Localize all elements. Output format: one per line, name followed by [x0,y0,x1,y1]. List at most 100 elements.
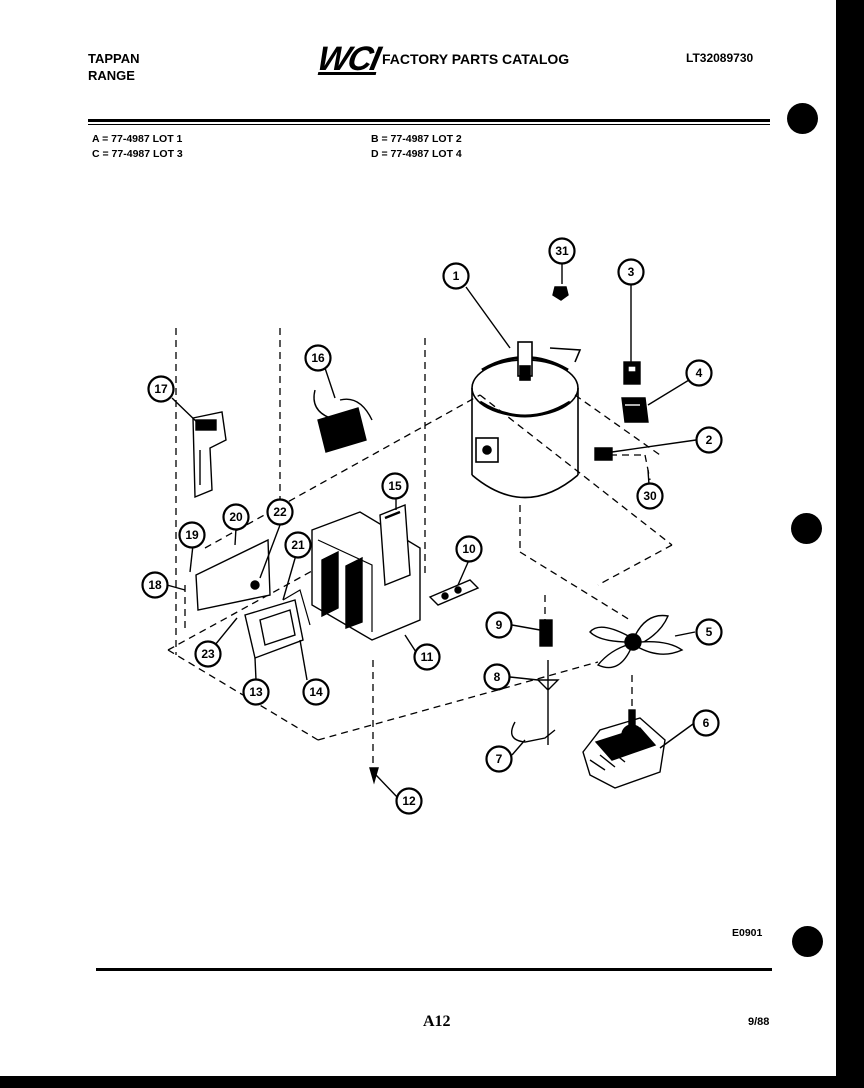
callout-circle [695,426,723,454]
callout-circle [413,643,441,671]
callout-circle [685,359,713,387]
footer-rule [96,968,772,971]
callout-number: 14 [309,685,323,699]
callout-4: 4 [685,359,713,387]
callout-18: 18 [141,571,169,599]
callout-circle [636,482,664,510]
callout-circle [442,262,470,290]
callout-6: 6 [692,709,720,737]
callout-number: 31 [555,244,569,258]
callout-17: 17 [147,375,175,403]
callout-22: 22 [266,498,294,526]
callout-circle [485,611,513,639]
callout-circle [242,678,270,706]
callout-number: 13 [249,685,263,699]
callout-number: 17 [154,382,168,396]
callout-circle [617,258,645,286]
callout-number: 18 [148,578,162,592]
callout-21: 21 [284,531,312,559]
callout-number: 1 [453,269,460,283]
callout-3: 3 [617,258,645,286]
callout-number: 19 [185,528,199,542]
callout-circle [178,521,206,549]
callout-number: 12 [402,794,416,808]
diagram-code: E0901 [732,927,763,939]
callout-1: 1 [442,262,470,290]
catalog-date: 9/88 [748,1016,770,1028]
callout-13: 13 [242,678,270,706]
callout-8: 8 [483,663,511,691]
callout-circle [548,237,576,265]
callout-number: 21 [291,538,305,552]
bracket-and-relay [192,389,373,499]
wiring-and-brackets [369,579,560,785]
lot-b: B = 77-4987 LOT 2 [371,133,462,145]
callout-number: 4 [696,366,703,380]
callout-number: 30 [643,489,657,503]
page-number: A12 [423,1013,451,1030]
hardware-small-parts [552,286,649,461]
callout-circle [284,531,312,559]
callout-number: 23 [201,647,215,661]
callout-circle [455,535,483,563]
assembly-dashed-outline [167,328,673,768]
leader-lines [166,264,697,799]
callout-circle [147,375,175,403]
product-type: RANGE [88,68,135,83]
callout-number: 10 [462,542,476,556]
lot-c: C = 77-4987 LOT 3 [92,148,183,160]
callout-number: 15 [388,479,402,493]
callout-16: 16 [304,344,332,372]
binder-hole [791,513,822,544]
callout-number: 3 [628,265,635,279]
callout-15: 15 [381,472,409,500]
callout-20: 20 [222,503,250,531]
callout-circle [483,663,511,691]
catalog-number: LT32089730 [686,51,754,65]
callout-circle [485,745,513,773]
callout-circle [194,640,222,668]
fan-motor [582,709,666,789]
callout-circle [304,344,332,372]
binder-hole [792,926,823,957]
callout-circle [141,571,169,599]
callout-5: 5 [695,618,723,646]
binder-hole [787,103,818,134]
callout-10: 10 [455,535,483,563]
callout-number: 8 [494,670,501,684]
brand-name: TAPPAN [88,51,140,66]
callout-31: 31 [548,237,576,265]
motor-assembly [471,341,582,499]
callout-number: 6 [703,716,710,730]
header-rule [88,119,770,122]
callout-30: 30 [636,482,664,510]
callout-circle [222,503,250,531]
catalog-sheet [0,0,836,1076]
callout-circle [692,709,720,737]
callout-23: 23 [194,640,222,668]
callout-circle [381,472,409,500]
callout-number: 22 [273,505,287,519]
callout-11: 11 [413,643,441,671]
callout-number: 9 [496,618,503,632]
callout-number: 16 [311,351,325,365]
callout-number: 11 [421,650,434,664]
lot-a: A = 77-4987 LOT 1 [92,133,183,145]
callout-circle [395,787,423,815]
callout-12: 12 [395,787,423,815]
fan-blade [589,614,684,669]
callout-2: 2 [695,426,723,454]
control-board-assembly [195,503,421,659]
callout-number: 5 [706,625,713,639]
callout-19: 19 [178,521,206,549]
callout-number: 7 [496,752,503,766]
callout-14: 14 [302,678,330,706]
catalog-title: FACTORY PARTS CATALOG [382,51,570,67]
header-rule-thin [88,124,770,125]
callout-number: 2 [706,433,713,447]
callout-circle [695,618,723,646]
callout-7: 7 [485,745,513,773]
